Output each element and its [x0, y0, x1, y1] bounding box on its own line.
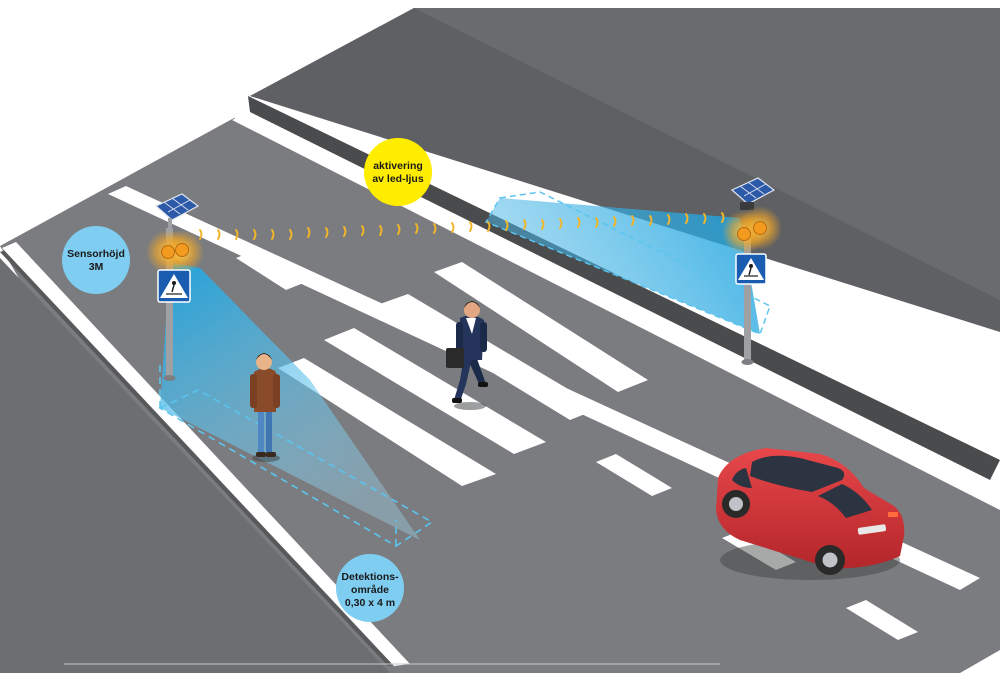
pedestrian-crossing-sign-icon — [157, 269, 191, 303]
solar-panel-icon — [730, 177, 776, 210]
sensor-height-line1: Sensorhöjd — [67, 248, 125, 260]
led-light-icon — [146, 230, 204, 274]
zebra-crossing — [278, 262, 648, 486]
pedestrian-icon — [446, 301, 488, 410]
wireless-signal — [199, 212, 725, 240]
pedestrian-icon — [250, 353, 280, 462]
pedestrian-crossing-sign-icon — [735, 253, 767, 285]
activation-label-line1: aktivering — [373, 160, 423, 172]
detection-zone — [158, 360, 434, 547]
detection-area-label: Detektions- område 0,30 x 4 m — [336, 554, 404, 622]
right-sensor-beam — [484, 191, 771, 335]
activation-label: aktivering av led-ljus — [364, 138, 432, 206]
car-icon — [716, 448, 905, 580]
left-sensor-pole — [146, 193, 204, 381]
left-sensor-beam — [160, 262, 420, 540]
detection-area-line1: Detektions- — [341, 571, 399, 583]
far-sidewalk — [248, 8, 1000, 480]
lane-edge-lines — [2, 114, 1000, 666]
detection-area-line2: område — [351, 584, 389, 596]
solar-panel-icon — [154, 193, 200, 230]
led-light-icon — [722, 206, 782, 254]
detection-area-line3: 0,30 x 4 m — [345, 597, 395, 609]
sensor-height-label: Sensorhöjd 3M — [62, 226, 130, 294]
sensor-height-line2: 3M — [89, 261, 104, 273]
right-sensor-pole — [722, 177, 782, 365]
activation-label-line2: av led-ljus — [372, 173, 424, 185]
